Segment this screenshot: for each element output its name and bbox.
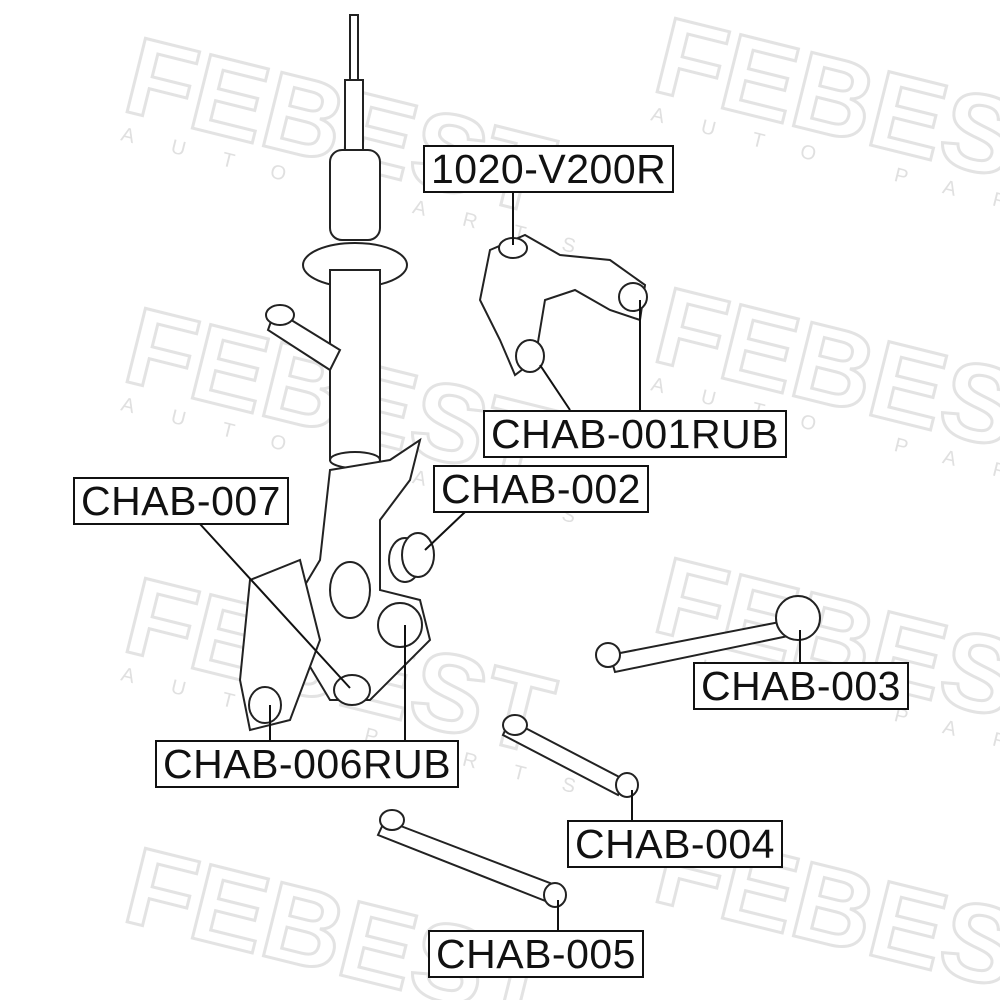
part-label-chab-007[interactable]: CHAB-007	[73, 477, 289, 525]
link-chab-005	[376, 809, 567, 908]
part-label-chab-002[interactable]: CHAB-002	[433, 465, 649, 513]
link-chab-003	[595, 595, 821, 674]
part-label-1020-v200r[interactable]: 1020-V200R	[423, 145, 675, 193]
link-chab-004	[501, 714, 639, 798]
bushing-chab-002	[388, 532, 435, 583]
leader-lines	[199, 190, 801, 930]
part-label-chab-001rub[interactable]: CHAB-001RUB	[483, 410, 788, 458]
bushing-chab-006rub	[377, 602, 423, 648]
upper-arm	[478, 233, 648, 377]
shock-absorber	[302, 14, 408, 469]
part-label-chab-003[interactable]: CHAB-003	[693, 662, 909, 710]
part-label-chab-004[interactable]: CHAB-004	[567, 820, 783, 868]
part-label-chab-006rub[interactable]: CHAB-006RUB	[155, 740, 460, 788]
part-label-chab-005[interactable]: CHAB-005	[428, 930, 644, 978]
